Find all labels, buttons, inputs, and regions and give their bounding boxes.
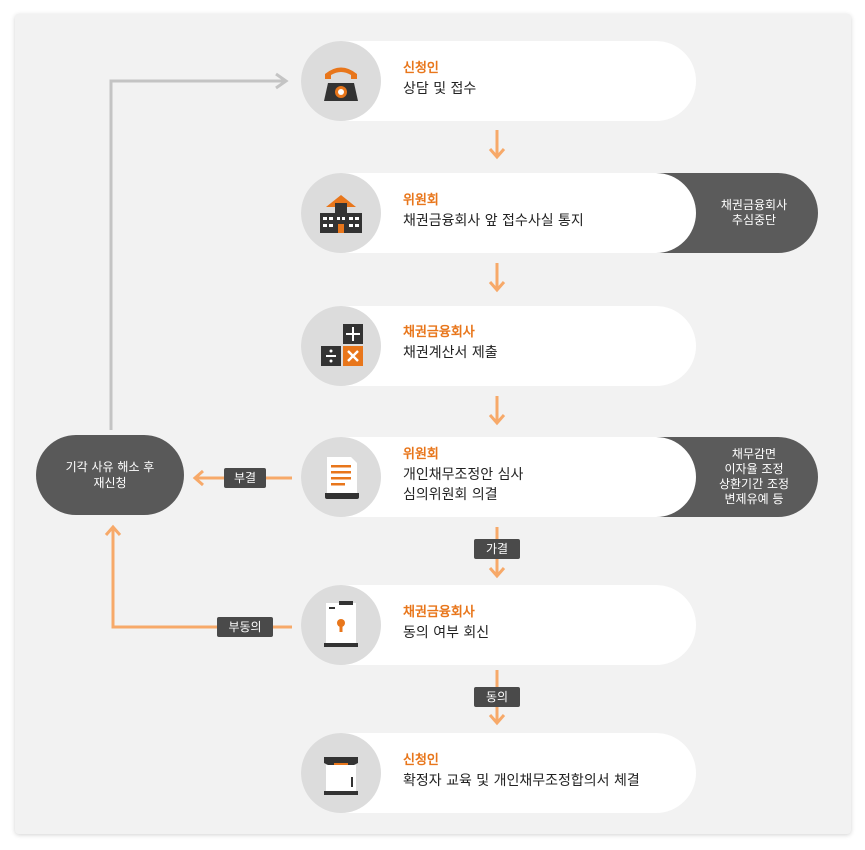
box-icon [324, 757, 358, 795]
diagram-panel [15, 14, 851, 834]
side-note-line: 추심중단 [731, 213, 777, 227]
telephone-icon [324, 67, 358, 101]
reject-tag: 부결 [224, 468, 266, 488]
step-desc: 심의위원회 의결 [403, 487, 498, 503]
document-icon [325, 457, 359, 499]
step-desc: 채권금융회사 앞 접수사실 통지 [403, 213, 584, 229]
side-note-line: 채무감면 [731, 447, 777, 461]
step-6-circle [301, 733, 381, 813]
side-note-line: 상환기간 조정 [718, 477, 790, 491]
step-1-text: 신청인 상담 및 접수 [403, 59, 476, 99]
reapply-line-1: 기각 사유 해소 후 [65, 460, 155, 474]
step-4-circle [301, 437, 381, 517]
step-5-circle [301, 585, 381, 665]
side-note-line: 채권금융회사 [720, 198, 788, 212]
side-note-line: 이자율 조정 [724, 462, 784, 476]
step-6-text: 신청인 확정자 교육 및 개인채무조정합의서 체결 [403, 751, 640, 791]
step-role: 위원회 [403, 193, 439, 208]
agree-tag: 동의 [474, 687, 520, 707]
step-3-text: 채권금융회사 채권계산서 제출 [403, 323, 498, 363]
locked-door-icon [324, 601, 358, 647]
step-role: 신청인 [403, 753, 439, 768]
step-role: 위원회 [403, 447, 439, 462]
building-icon [320, 195, 362, 233]
step-1-circle [301, 41, 381, 121]
step-role: 신청인 [403, 61, 439, 76]
calculator-icon [321, 324, 363, 366]
reapply-box: 기각 사유 해소 후 재신청 [36, 435, 184, 515]
step-3-circle [301, 306, 381, 386]
step-5-text: 채권금융회사 동의 여부 회신 [403, 603, 489, 643]
side-note-line: 변제유예 등 [724, 492, 784, 506]
step-desc: 채권계산서 제출 [403, 345, 498, 361]
reapply-line-2: 재신청 [93, 476, 127, 490]
step-desc: 동의 여부 회신 [403, 625, 490, 641]
step-desc: 개인채무조정안 심사 [403, 467, 524, 483]
step-role: 채권금융회사 [403, 605, 475, 620]
disagree-tag: 부동의 [217, 617, 273, 637]
step-desc: 확정자 교육 및 개인채무조정합의서 체결 [403, 773, 640, 789]
step-2-circle [301, 173, 381, 253]
step-4-text: 위원회 개인채무조정안 심사 심의위원회 의결 [403, 445, 523, 505]
step-role: 채권금융회사 [403, 325, 475, 340]
approve-tag: 가결 [474, 539, 520, 559]
step-desc: 상담 및 접수 [403, 81, 477, 97]
step-2-text: 위원회 채권금융회사 앞 접수사실 통지 [403, 191, 584, 231]
